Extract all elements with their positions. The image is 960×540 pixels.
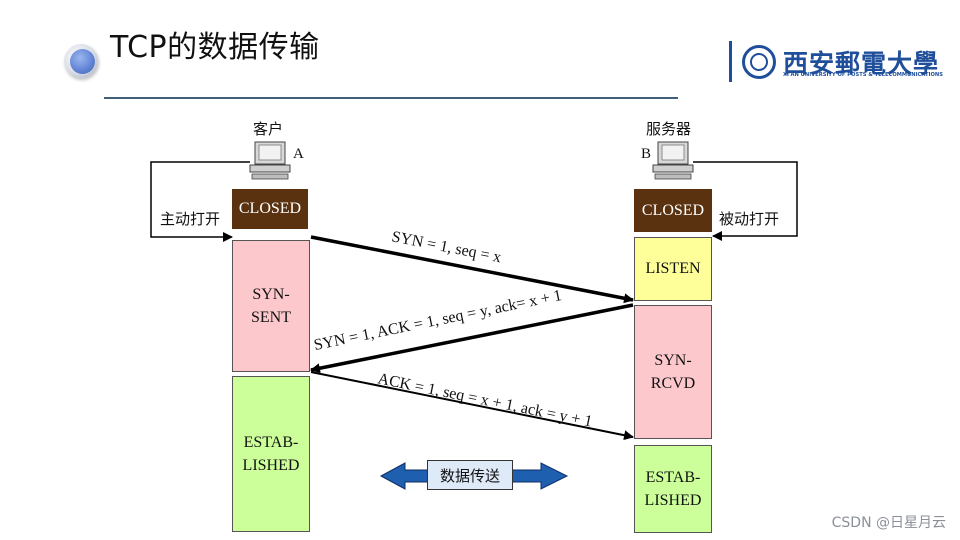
passive-open-label: 被动打开 [719,210,780,228]
client-state-established: ESTAB-LISHED [232,376,310,532]
syn-arrow [310,235,634,304]
server-letter: B [641,146,652,162]
slide-title: TCP的数据传输 [110,30,320,65]
logo-divider [729,41,732,82]
title-bullet-dot [70,49,95,74]
syn-ack-arrow [310,303,634,374]
ack-arrow [310,371,634,441]
title-divider [104,97,678,99]
client-computer-icon [249,141,291,180]
client-state-syn-sent: SYN-SENT [232,240,310,372]
data-transfer-label: 数据传送 [427,460,513,490]
client-state-closed: CLOSED [232,189,308,229]
university-name-en: XI'AN UNIVERSITY OF POSTS & TELECOMMUNIC… [783,72,943,78]
server-state-established: ESTAB-LISHED [634,445,712,533]
server-computer-icon [652,141,694,180]
server-state-closed: CLOSED [634,189,712,232]
client-letter: A [293,146,304,162]
passive-open-loop [693,161,798,241]
university-name-cn: 西安郵電大學 [783,49,940,78]
active-open-loop [150,161,250,242]
university-seal-inner [750,53,768,71]
watermark: CSDN @日星月云 [831,515,946,531]
server-label: 服务器 [646,120,692,138]
client-label: 客户 [253,120,284,138]
server-state-listen: LISTEN [634,237,712,301]
active-open-label: 主动打开 [160,210,221,228]
server-state-syn-rcvd: SYN-RCVD [634,305,712,439]
